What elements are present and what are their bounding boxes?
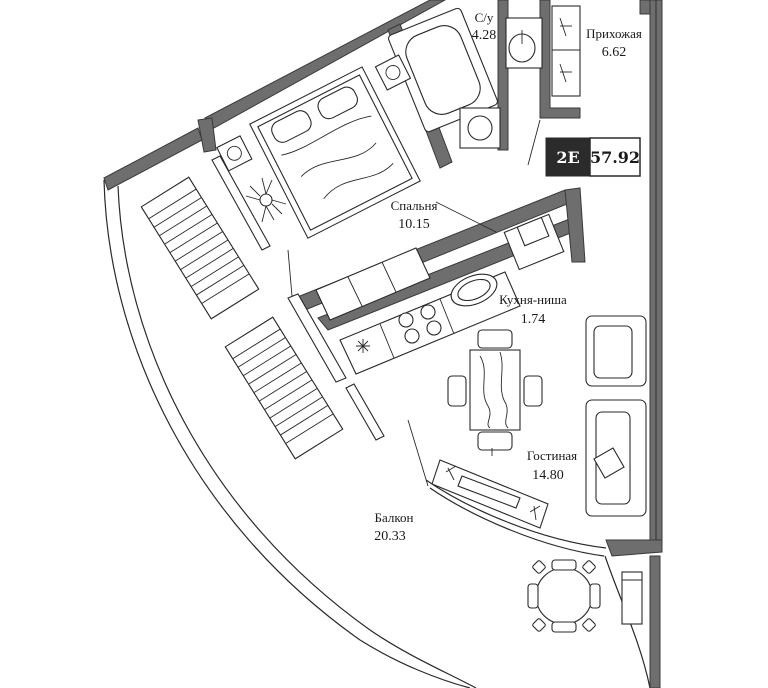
- wall-corner-lower: [605, 539, 663, 557]
- wall-right-lower: [649, 555, 661, 688]
- wall-top-right: [639, 0, 651, 15]
- sofa-cushion: [593, 447, 625, 479]
- room-labels: С/у 4.28 Прихожая 6.62 Спальня 10.15 Кух…: [374, 10, 642, 544]
- living-name: Гостиная: [527, 448, 577, 463]
- dining-set: [447, 329, 543, 456]
- kitchen-cabinets-upper: [315, 247, 431, 321]
- nightstand-right: [374, 54, 412, 91]
- bedroom-name: Спальня: [391, 198, 438, 213]
- wall-kitchen-end: [564, 187, 586, 263]
- balcony-area: 20.33: [374, 529, 406, 544]
- wall-hall-niche: [539, 0, 581, 119]
- unit-total-area: 57.92: [590, 148, 640, 167]
- bathroom-area: 4.28: [472, 28, 497, 43]
- windows: [211, 155, 607, 557]
- living-area: 14.80: [532, 468, 564, 483]
- living-furniture: [431, 315, 647, 529]
- kitchen-furniture: [315, 213, 565, 375]
- nightstand-left: [216, 135, 253, 172]
- wall-balcony-top: [103, 127, 203, 191]
- balcony-table: [527, 559, 643, 633]
- wall-bedroom-left-stub: [197, 117, 217, 153]
- sunbed-lower: [224, 316, 344, 460]
- bathroom-name: С/у: [475, 10, 494, 25]
- pillow-left: [271, 110, 312, 143]
- hallway-furniture: [527, 5, 581, 166]
- unit-code: 2E: [556, 148, 579, 167]
- bathroom-fixtures: [388, 7, 543, 149]
- balcony-cabinet: [621, 571, 643, 625]
- window-kitchen: [287, 293, 347, 383]
- wall-bath-right: [497, 0, 509, 151]
- bedroom-area: 10.15: [398, 217, 430, 232]
- balcony-name: Балкон: [375, 510, 414, 525]
- bathtub-inner: [405, 25, 481, 115]
- kitchen-name: Кухня-ниша: [499, 292, 567, 307]
- pillow-right: [317, 86, 358, 120]
- leader-line-bedroom: [435, 201, 497, 233]
- wardrobe: [551, 5, 581, 97]
- bedroom-furniture: [216, 54, 421, 239]
- window-living-lower: [345, 383, 385, 441]
- kitchen-area: 1.74: [521, 312, 546, 327]
- sunbed-upper: [140, 176, 260, 320]
- bedroom-plant: [245, 177, 287, 223]
- window-bedroom: [211, 155, 271, 251]
- unit-badge: 2E 57.92: [545, 137, 641, 177]
- hallway-area: 6.62: [602, 45, 627, 60]
- dining-table: [469, 349, 521, 431]
- hallway-name: Прихожая: [586, 26, 642, 41]
